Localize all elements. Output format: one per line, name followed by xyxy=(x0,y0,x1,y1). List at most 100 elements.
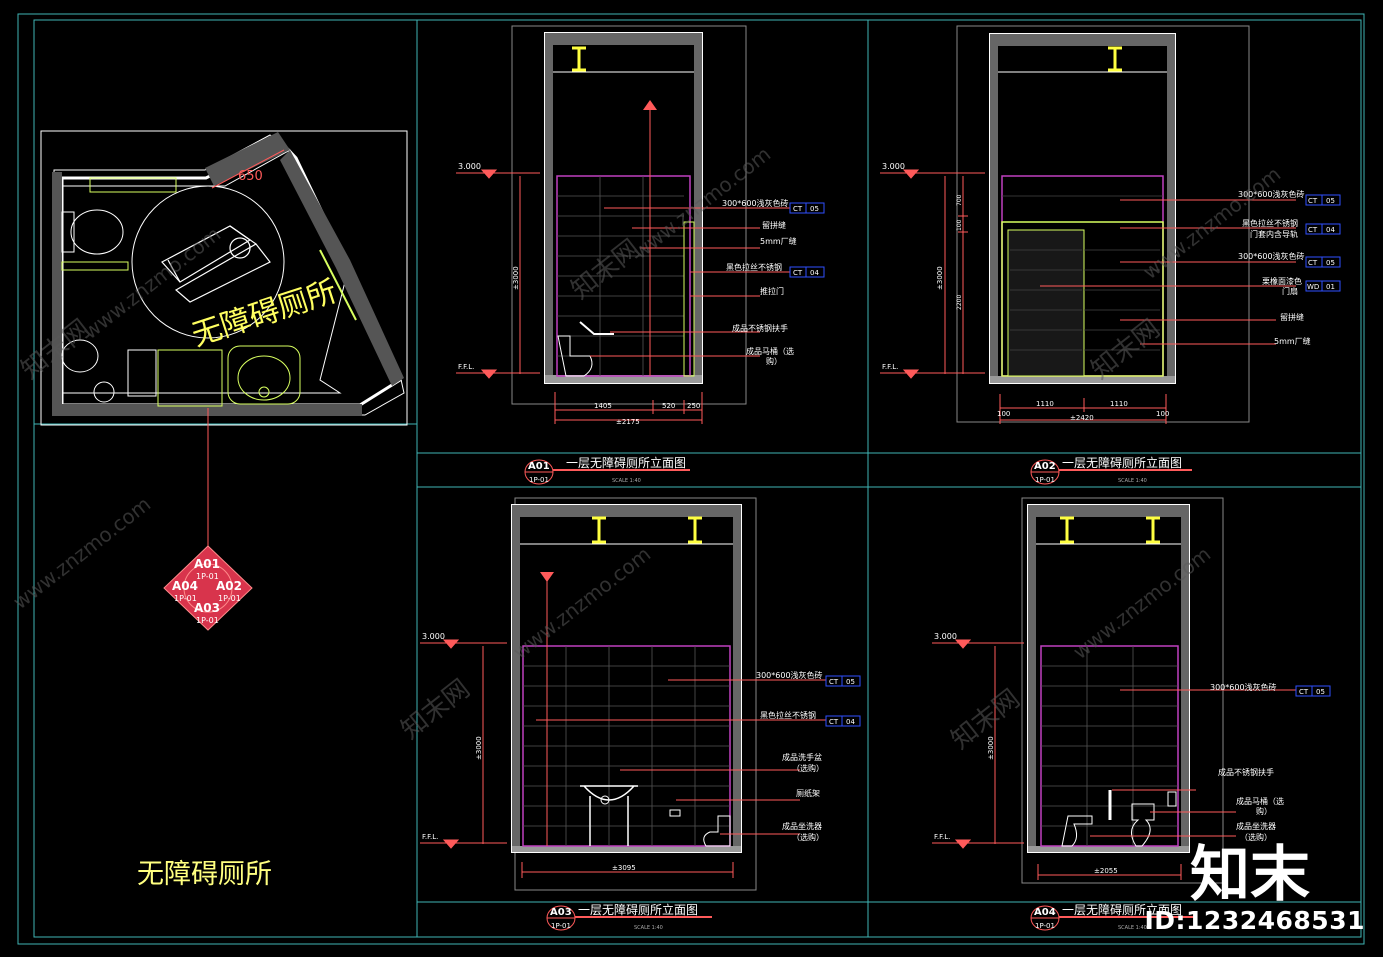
elevation-a01: 300*600浅灰色砖 留拼缝 5mm厂缝 黑色拉丝不锈钢 推拉门 成品不锈钢扶… xyxy=(456,25,825,426)
a02-note-6: 门扇 xyxy=(1282,286,1298,296)
title-a03: A03 1P-01 一层无障碍厕所立面图 SCALE 1:40 xyxy=(546,902,712,931)
index-a04-ref: 1P-01 xyxy=(174,594,197,603)
title-a04: A04 1P-01 一层无障碍厕所立面图 SCALE 1:40 xyxy=(1030,902,1196,931)
watermark-url-2: www.znzmo.com xyxy=(8,492,155,614)
a01-dim-2: 520 xyxy=(662,402,675,410)
a04-title-code: A04 xyxy=(1034,907,1056,918)
elevation-index-symbol: A01 1P-01 A04 1P-01 A02 1P-01 A03 1P-01 xyxy=(163,545,253,631)
index-a01-ref: 1P-01 xyxy=(196,572,219,581)
a01-title-text: 一层无障碍厕所立面图 xyxy=(566,455,686,470)
a03-note-3: 成品洗手盆 xyxy=(782,752,822,762)
elevation-a02: 300*600浅灰色砖 黑色拉丝不锈钢 门套内含导轨 300*600浅灰色砖 栗… xyxy=(880,25,1341,424)
a02-vdim-2: 100 xyxy=(956,219,963,231)
a02-tag-2: CT xyxy=(1308,226,1318,234)
a04-note-3: 成品马桶（选 xyxy=(1236,796,1284,806)
a02-dim-3: 1110 xyxy=(1110,400,1128,408)
index-a03-code: A03 xyxy=(194,601,220,615)
a04-note-1: 300*600浅灰色砖 xyxy=(1210,682,1277,692)
index-a01-code: A01 xyxy=(194,557,220,571)
plan-dim-650: 650 xyxy=(238,169,263,184)
a04-level-top: 3.000 xyxy=(934,632,957,641)
index-a03-ref: 1P-01 xyxy=(196,616,219,625)
a01-dim-1: 1405 xyxy=(594,402,612,410)
a01-dim-3: 250 xyxy=(687,402,700,410)
a01-note-4: 黑色拉丝不锈钢 xyxy=(726,262,782,272)
a03-tag-2-num: 04 xyxy=(846,718,855,726)
a01-tag-2-num: 04 xyxy=(810,269,819,277)
a02-tag-1-num: 05 xyxy=(1326,197,1335,205)
a02-vdim-3: 2200 xyxy=(956,295,963,310)
a03-tag-1: CT xyxy=(829,678,839,686)
a04-total: ±2055 xyxy=(1094,867,1118,875)
a02-level-top: 3.000 xyxy=(882,162,905,171)
index-a02-code: A02 xyxy=(216,579,242,593)
a02-note-7: 留拼缝 xyxy=(1280,312,1304,322)
a04-note-6: （选购） xyxy=(1240,832,1272,842)
a03-level-ffl: F.F.L. xyxy=(422,833,438,841)
a03-level-top: 3.000 xyxy=(422,632,445,641)
a03-title-code: A03 xyxy=(550,907,572,918)
a04-note-5: 成品坐洗器 xyxy=(1236,821,1276,831)
a01-scale: SCALE 1:40 xyxy=(612,478,641,484)
inner-frame xyxy=(33,19,1362,938)
a03-note-7: （选购） xyxy=(792,832,824,842)
title-a02: A02 1P-01 一层无障碍厕所立面图 SCALE 1:40 xyxy=(1030,455,1192,485)
a04-scale: SCALE 1:40 xyxy=(1118,925,1147,931)
a02-note-1: 300*600浅灰色砖 xyxy=(1238,189,1305,199)
a02-dim-2: 1110 xyxy=(1036,400,1054,408)
a02-tag-2-num: 04 xyxy=(1326,226,1335,234)
a03-title-ref: 1P-01 xyxy=(551,922,571,930)
a03-note-6: 成品坐洗器 xyxy=(782,821,822,831)
a01-note-5: 推拉门 xyxy=(760,286,784,296)
watermark-logo: 知末 xyxy=(1190,840,1310,910)
title-a01: A01 1P-01 一层无障碍厕所立面图 SCALE 1:40 xyxy=(524,455,690,485)
a01-tag-1: CT xyxy=(793,205,803,213)
sheet-title: 无障碍厕所 xyxy=(137,859,272,890)
a01-title-code: A01 xyxy=(528,461,550,472)
a01-tag-2: CT xyxy=(793,269,803,277)
a04-title-text: 一层无障碍厕所立面图 xyxy=(1062,902,1182,917)
a02-note-5: 栗橡面漆色 xyxy=(1262,276,1302,286)
a02-title-code: A02 xyxy=(1034,461,1056,472)
watermark-id: ID:1232468531 xyxy=(1144,906,1365,935)
a02-note-2: 黑色拉丝不锈钢 xyxy=(1242,218,1298,228)
a02-note-8: 5mm厂缝 xyxy=(1274,336,1311,346)
a02-tag-4: WD xyxy=(1307,283,1319,291)
a03-total: ±3095 xyxy=(612,864,636,872)
a02-level-ffl: F.F.L. xyxy=(882,363,898,371)
a01-level-ffl: F.F.L. xyxy=(458,363,474,371)
a03-scale: SCALE 1:40 xyxy=(634,925,663,931)
a01-note-1: 300*600浅灰色砖 xyxy=(722,198,789,208)
a03-tag-1-num: 05 xyxy=(846,678,855,686)
a04-tag-1: CT xyxy=(1299,688,1309,696)
a01-note-8: 购） xyxy=(766,356,782,366)
index-a02-ref: 1P-01 xyxy=(218,594,241,603)
a02-note-4: 300*600浅灰色砖 xyxy=(1238,251,1305,261)
elevation-a04: 300*600浅灰色砖 成品不锈钢扶手 成品马桶（选 购） 成品坐洗器 （选购）… xyxy=(932,497,1331,884)
a04-height: ±3000 xyxy=(987,736,995,760)
a04-note-2: 成品不锈钢扶手 xyxy=(1218,767,1274,777)
a03-note-1: 300*600浅灰色砖 xyxy=(756,670,823,680)
plan-room-label: 无障碍厕所 xyxy=(188,274,341,354)
elevation-a03: 300*600浅灰色砖 黑色拉丝不锈钢 成品洗手盆 （选购） 厕纸架 成品坐洗器… xyxy=(420,497,861,891)
a02-tag-1: CT xyxy=(1308,197,1318,205)
a03-tag-2: CT xyxy=(829,718,839,726)
a02-total: ±2420 xyxy=(1070,414,1094,422)
a02-tag-4-num: 01 xyxy=(1326,283,1335,291)
a02-dim-1: 100 xyxy=(997,410,1010,418)
a01-note-6: 成品不锈钢扶手 xyxy=(732,323,788,333)
a04-note-4: 购） xyxy=(1256,806,1272,816)
a01-total: ±2175 xyxy=(616,418,640,426)
outer-frame xyxy=(17,13,1365,945)
a03-height: ±3000 xyxy=(475,736,483,760)
watermarks: 知末网 www.znzmo.com www.znzmo.com 知末网 www.… xyxy=(8,142,1285,756)
a02-tag-3-num: 05 xyxy=(1326,259,1335,267)
a04-title-ref: 1P-01 xyxy=(1035,922,1055,930)
a01-tag-1-num: 05 xyxy=(810,205,819,213)
a01-note-3: 5mm厂缝 xyxy=(760,236,797,246)
a02-scale: SCALE 1:40 xyxy=(1118,478,1147,484)
a02-height: ±3000 xyxy=(936,266,944,290)
a03-title-text: 一层无障碍厕所立面图 xyxy=(578,902,698,917)
a01-title-ref: 1P-01 xyxy=(529,476,549,484)
